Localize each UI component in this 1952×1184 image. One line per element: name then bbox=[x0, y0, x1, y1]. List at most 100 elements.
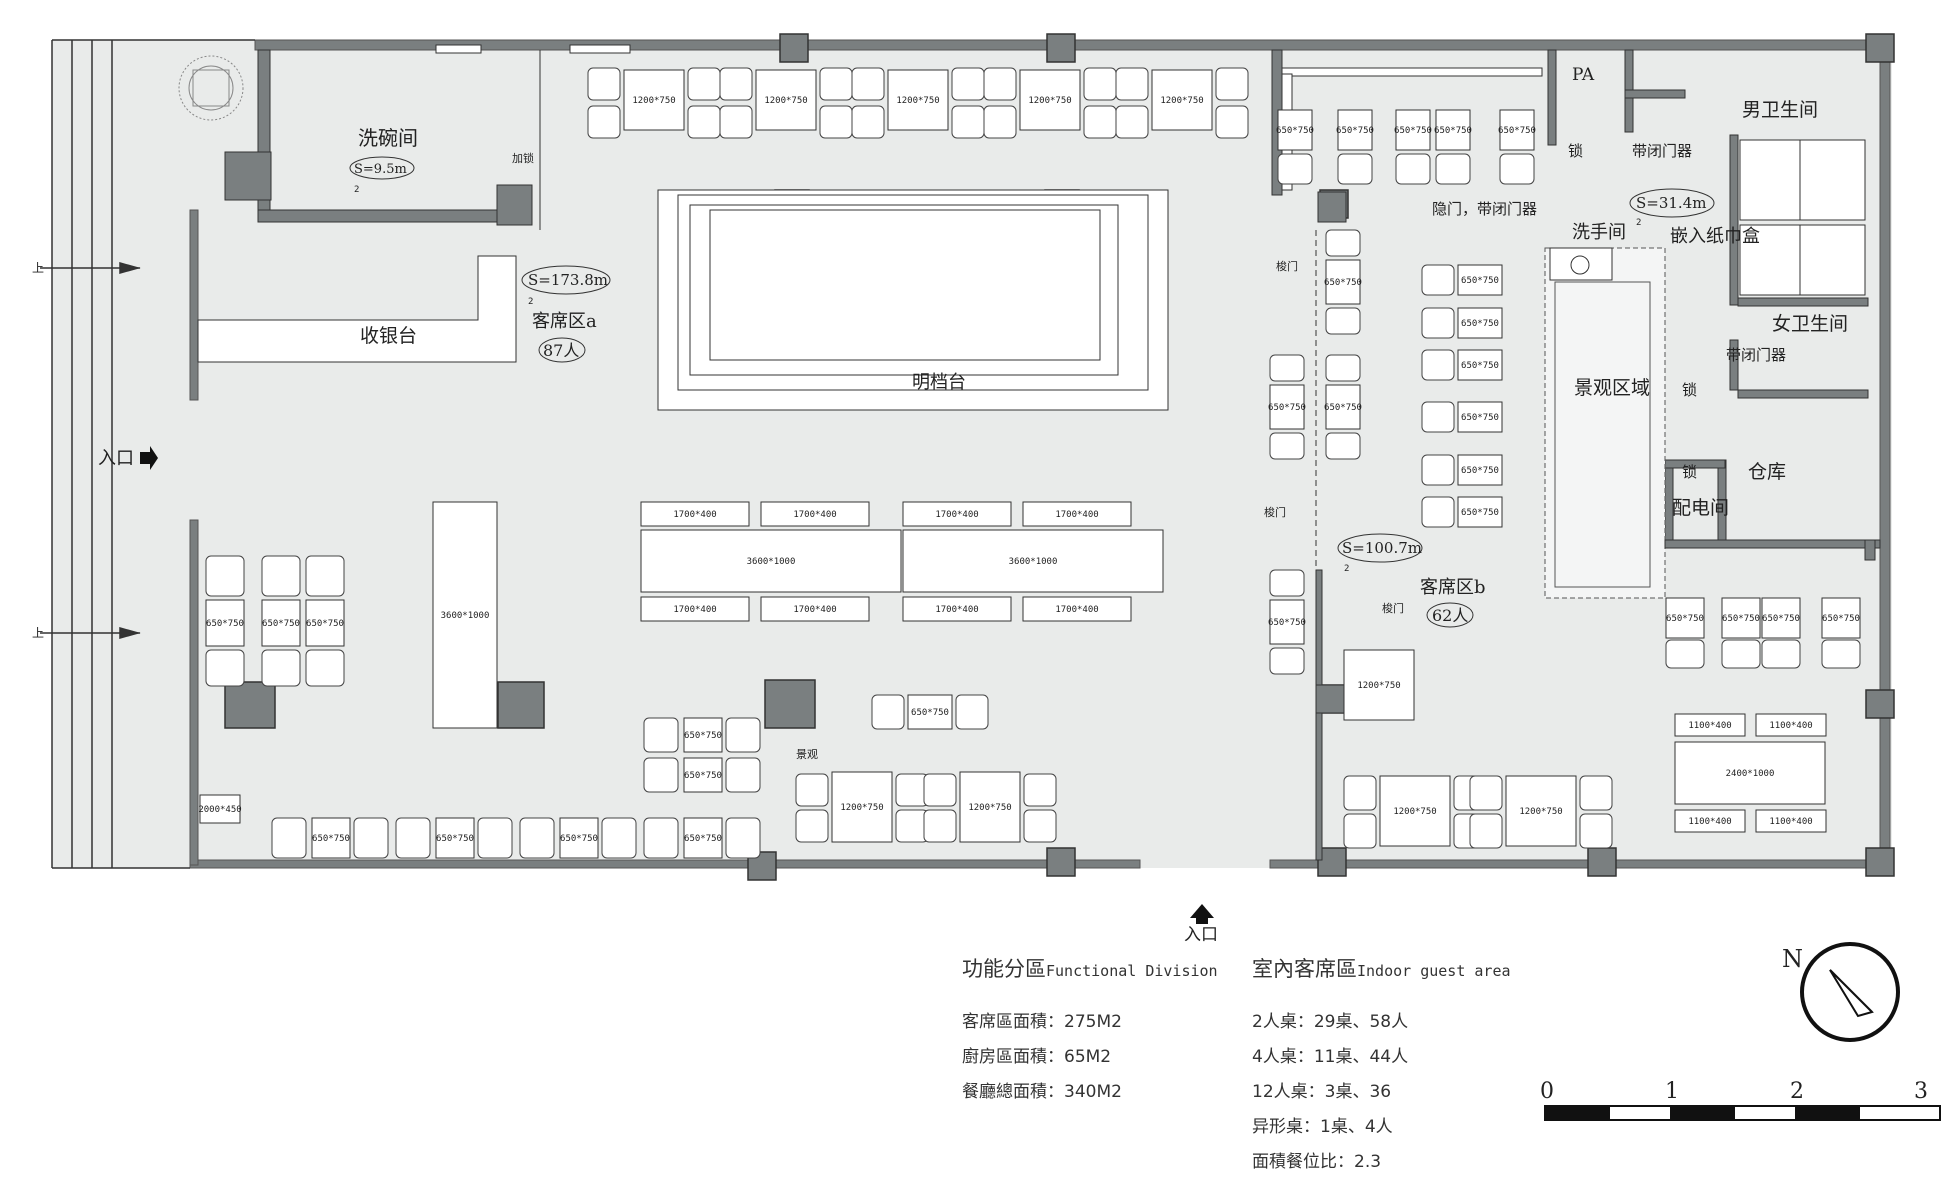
cashier-counter bbox=[197, 255, 517, 363]
chair bbox=[951, 67, 985, 101]
table-size-label: 650*750 bbox=[1722, 614, 1760, 624]
chair bbox=[1395, 153, 1431, 185]
open-kitchen-label: 明档台 bbox=[912, 372, 966, 393]
restroom-area: S=31.4m bbox=[1636, 194, 1706, 212]
chair bbox=[1421, 496, 1455, 528]
chair bbox=[851, 67, 885, 101]
table-size-label: 1200*750 bbox=[764, 96, 807, 106]
chair bbox=[1821, 639, 1861, 669]
table: 650*750 bbox=[1498, 109, 1536, 185]
chair bbox=[1761, 639, 1801, 669]
table-size-label: 650*750 bbox=[1461, 413, 1499, 423]
table: 1200*750 bbox=[1343, 649, 1415, 721]
chair bbox=[1269, 432, 1305, 460]
table-size-label: 3600*1000 bbox=[1009, 557, 1058, 567]
table: 650*750 bbox=[271, 817, 389, 859]
lock-label-2: 锁 bbox=[1682, 381, 1697, 399]
chair bbox=[1721, 639, 1761, 669]
chair bbox=[1343, 775, 1377, 811]
scale-label-1: 1 bbox=[1665, 1079, 1679, 1104]
table-size-label: 650*750 bbox=[1461, 319, 1499, 329]
table: 3600*1000 bbox=[640, 529, 902, 593]
legend-col2-title-cn: 室內客席區 bbox=[1252, 957, 1357, 981]
open-kitchen-counter bbox=[657, 189, 1169, 411]
table: 650*750 bbox=[1336, 109, 1374, 185]
chair bbox=[1083, 67, 1117, 101]
chair bbox=[395, 817, 431, 859]
table-size-label: 1200*750 bbox=[968, 803, 1011, 813]
table: 650*750 bbox=[1761, 597, 1801, 669]
table: 650*750 bbox=[1421, 496, 1503, 528]
scale-label-2: 2 bbox=[1790, 1079, 1804, 1104]
zone-a-name: 客席区a bbox=[532, 311, 597, 332]
table: 650*750 bbox=[1421, 264, 1503, 296]
table: 1200*750 bbox=[795, 771, 929, 843]
table: 1100*400 bbox=[1755, 809, 1827, 833]
washroom-label: 洗手间 bbox=[1572, 222, 1626, 243]
table: 1200*750 bbox=[851, 67, 985, 139]
table-size-label: 1200*750 bbox=[632, 96, 675, 106]
chair bbox=[725, 817, 761, 859]
table: 650*750 bbox=[1324, 354, 1362, 460]
table: 1200*750 bbox=[587, 67, 721, 139]
table: 1700*400 bbox=[902, 596, 1012, 622]
chair bbox=[1269, 647, 1305, 675]
legend-col2-line: 4人桌：11桌、44人 bbox=[1252, 1047, 1409, 1067]
table: 1700*400 bbox=[760, 596, 870, 622]
table: 1200*750 bbox=[983, 67, 1117, 139]
chair bbox=[983, 105, 1017, 139]
table: 650*750 bbox=[1434, 109, 1472, 185]
table: 650*750 bbox=[1721, 597, 1761, 669]
landscape-small-label: 景观 bbox=[796, 748, 818, 761]
chair bbox=[895, 809, 929, 843]
zone-a-area: S=173.8m bbox=[528, 271, 608, 289]
lower-right-partition bbox=[1664, 539, 1881, 561]
chair bbox=[1115, 67, 1149, 101]
chair bbox=[1325, 307, 1361, 335]
chair bbox=[643, 717, 679, 753]
chair bbox=[851, 105, 885, 139]
restroom-area-sup: 2 bbox=[1636, 218, 1641, 228]
zone-b-area: S=100.7m bbox=[1342, 539, 1422, 557]
chair bbox=[819, 67, 853, 101]
scale-label-3: 3 bbox=[1914, 1079, 1928, 1104]
chair bbox=[305, 555, 345, 597]
chair bbox=[1325, 432, 1361, 460]
table-size-label: 650*750 bbox=[312, 834, 350, 844]
electrical-label: 配电间 bbox=[1672, 497, 1729, 519]
table: 1200*750 bbox=[719, 67, 853, 139]
chair bbox=[687, 105, 721, 139]
cashier-label: 收银台 bbox=[360, 325, 417, 347]
table-size-label: 650*750 bbox=[1268, 403, 1306, 413]
table: 1200*750 bbox=[1469, 775, 1613, 849]
chair bbox=[587, 105, 621, 139]
chair bbox=[819, 105, 853, 139]
south-entrance-arrow-icon bbox=[1190, 904, 1214, 924]
tissue-box-label: 嵌入纸巾盒 bbox=[1670, 226, 1760, 247]
chair bbox=[1325, 354, 1361, 382]
chair bbox=[1421, 454, 1455, 486]
legend-col2-line: 2人桌：29桌、58人 bbox=[1252, 1012, 1409, 1032]
table-size-label: 650*750 bbox=[306, 619, 344, 629]
table-size-label: 1100*400 bbox=[1688, 817, 1731, 827]
chair bbox=[1499, 153, 1535, 185]
self-closer-label-1: 带闭门器 bbox=[1632, 142, 1692, 160]
legend-col1-line: 廚房區面積：65M2 bbox=[962, 1047, 1112, 1067]
table: 1100*400 bbox=[1674, 713, 1746, 737]
table-size-label: 1700*400 bbox=[673, 605, 716, 615]
chair bbox=[1023, 809, 1057, 843]
table: 1700*400 bbox=[1022, 596, 1132, 622]
table-size-label: 650*750 bbox=[1461, 466, 1499, 476]
lock-label-3: 锁 bbox=[1682, 463, 1697, 481]
table-size-label: 1700*400 bbox=[935, 510, 978, 520]
zone-a-count: 87人 bbox=[543, 341, 579, 360]
table: 650*750 bbox=[1665, 597, 1705, 669]
table: 650*750 bbox=[1421, 349, 1503, 381]
table-size-label: 3600*1000 bbox=[747, 557, 796, 567]
table: 650*750 bbox=[1268, 569, 1306, 675]
chair bbox=[587, 67, 621, 101]
chair bbox=[643, 757, 679, 793]
sliding-door-label-3: 梭门 bbox=[1382, 601, 1404, 615]
zone-b-count: 62人 bbox=[1432, 606, 1468, 625]
